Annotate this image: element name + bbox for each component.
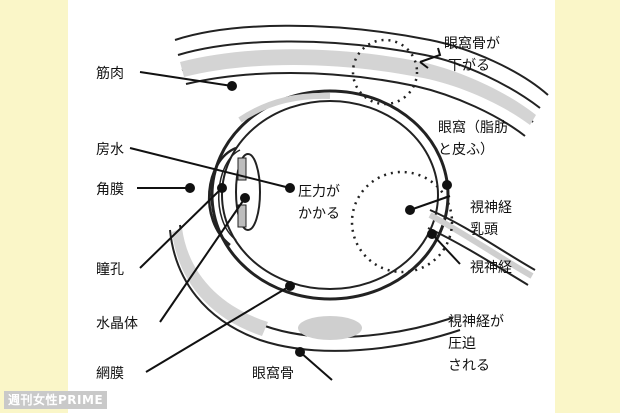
label-pupil: 瞳孔 xyxy=(96,261,124,278)
label-cornea: 角膜 xyxy=(96,182,124,198)
label-retina: 網膜 xyxy=(96,366,124,382)
optic-nerve-shape xyxy=(427,209,536,286)
label-orbital-drop-line1: 眼窩骨が xyxy=(444,35,500,52)
watermark-badge: 週刊女性PRIME xyxy=(4,391,108,409)
cornea-shape xyxy=(207,146,237,246)
label-orbital-bone: 眼窩骨 xyxy=(252,365,294,382)
orbital-bone-shape xyxy=(298,316,362,340)
label-muscle: 筋肉 xyxy=(96,65,124,82)
lower-lid-shading xyxy=(172,228,268,336)
label-orbital-fat-line1: 眼窩（脂肪 xyxy=(438,119,508,136)
orbital-bone-dotted-circle xyxy=(351,38,419,106)
label-dots xyxy=(185,81,452,357)
label-pressure-line1: 圧力が xyxy=(298,184,340,200)
label-optic-nerve: 視神経 xyxy=(470,260,512,276)
label-disc-line1: 視神経 xyxy=(470,200,512,216)
leader-lines xyxy=(129,71,461,381)
label-lens: 水晶体 xyxy=(96,316,138,332)
label-pressure-line2: かかる xyxy=(298,206,340,222)
label-compressed-line1: 視神経が xyxy=(448,314,504,330)
eyeball xyxy=(210,89,450,301)
label-aqueous: 房水 xyxy=(96,142,124,158)
label-compressed-line2: 圧迫 xyxy=(448,336,476,352)
optic-disc-dotted-circle xyxy=(350,170,454,274)
label-orbital-drop-line2: 下がる xyxy=(448,58,490,74)
label-disc-line2: 乳頭 xyxy=(470,222,498,238)
label-orbital-fat-line2: と皮ふ） xyxy=(438,142,494,158)
muscle-band-shading xyxy=(180,49,536,125)
label-compressed-line3: される xyxy=(448,358,490,374)
